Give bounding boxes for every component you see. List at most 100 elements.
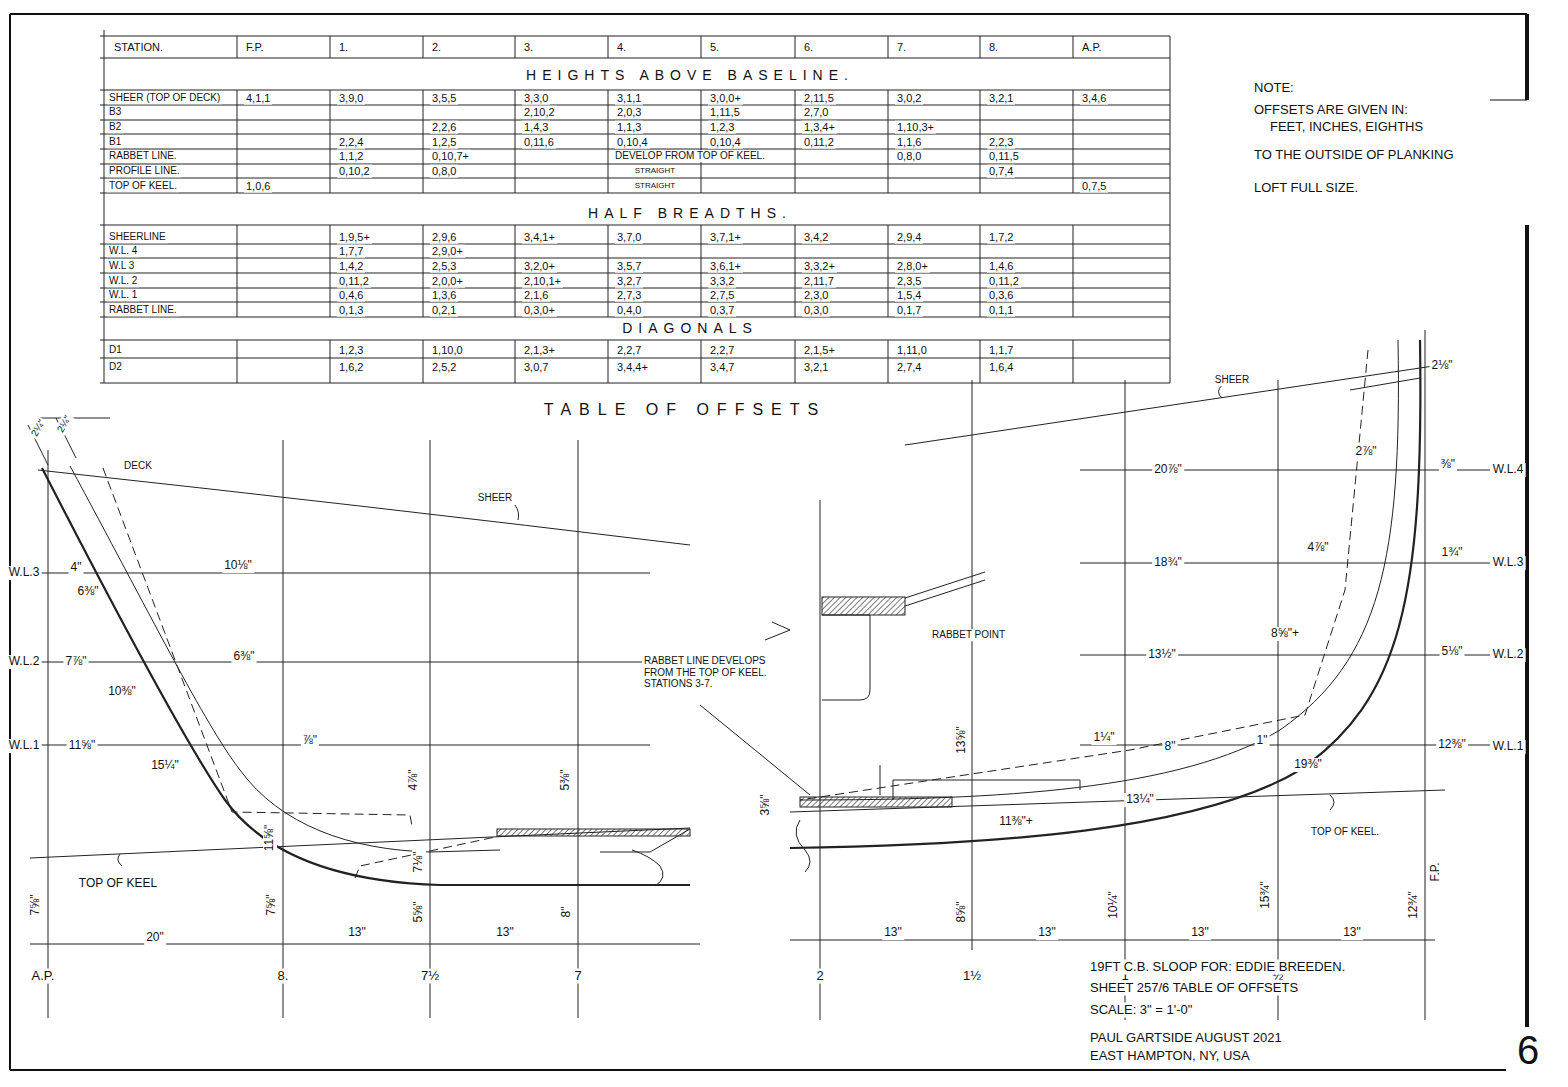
drawing-line	[515, 90, 516, 193]
drawing-label: 3,7,1+	[708, 231, 743, 244]
drawing-label: TOP OF KEEL.	[107, 180, 179, 192]
drawing-label: 13¼"	[1124, 793, 1156, 807]
drawing-label: 1,4,6	[987, 260, 1015, 273]
drawing-label: 2⅛"	[1430, 359, 1455, 373]
drawing-label: 13"	[1189, 926, 1211, 940]
drawing-label: SHEER	[476, 492, 514, 504]
drawing-label: 1½	[961, 969, 983, 984]
drawing-label: 1.	[337, 41, 350, 54]
drawing-line	[765, 622, 790, 640]
drawing-label: 1,2,3	[337, 344, 365, 357]
drawing-line	[701, 90, 702, 193]
drawing-label: DIAGONALS	[620, 320, 760, 336]
drawing-line	[283, 440, 284, 1018]
drawing-line	[888, 90, 889, 193]
drawing-line	[100, 317, 1170, 318]
drawing-label: DECK	[122, 460, 154, 472]
drawing-label: FEET, INCHES, EIGHTHS	[1268, 120, 1425, 135]
drawing-label: SHEER	[1213, 374, 1251, 386]
drawing-line	[100, 58, 1170, 59]
drawing-label: 4.	[615, 41, 628, 54]
drawing-label: 3.	[522, 41, 535, 54]
drawing-line	[100, 273, 1170, 274]
drawing-line	[1278, 380, 1279, 1020]
drawing-label: STATION.	[112, 41, 165, 54]
drawing-label: 1,11,0	[895, 344, 929, 357]
drawing-label: 7⅝"	[29, 893, 43, 918]
drawing-label: 2,1,3+	[522, 344, 557, 357]
drawing-label: 13"	[1341, 926, 1363, 940]
drawing-line	[905, 572, 985, 598]
drawing-line	[822, 597, 905, 615]
drawing-label: 4"	[69, 561, 84, 575]
drawing-line	[1073, 340, 1074, 383]
drawing-label: 4⅞"	[1306, 541, 1331, 555]
drawing-label: A.P.	[30, 969, 57, 984]
drawing-label: W.L. 4	[107, 245, 139, 257]
drawing-label: 13"	[882, 926, 904, 940]
drawing-label: 0,4,0	[615, 304, 643, 317]
drawing-line	[237, 340, 238, 383]
drawing-label: PROFILE LINE.	[107, 165, 182, 177]
drawing-label: 0,10,4	[615, 136, 650, 149]
drawing-label: 3,2,0+	[522, 260, 557, 273]
drawing-line	[10, 1069, 1506, 1071]
drawing-label: 1,0,6	[244, 180, 272, 193]
drawing-line	[1525, 225, 1529, 1050]
drawing-line	[980, 90, 981, 193]
drawing-line	[330, 225, 331, 317]
drawing-line	[10, 14, 1527, 1070]
drawing-label: 2⅞"	[1354, 445, 1379, 459]
drawing-label: 2,2,6	[430, 121, 458, 134]
drawing-label: 0,10,7+	[430, 150, 471, 163]
drawing-label: 0,3,7	[708, 304, 736, 317]
drawing-label: 1"	[1255, 734, 1270, 748]
drawing-label: 1,1,7	[987, 344, 1015, 357]
drawing-label: 2,9,0+	[430, 245, 465, 258]
drawing-label: 2	[814, 969, 825, 984]
drawing-label: 2,2,4	[337, 136, 365, 149]
drawing-line	[423, 225, 424, 317]
drawing-label: 0,2,1	[430, 304, 458, 317]
drawing-label: RABBET LINE DEVELOPS FROM THE TOP OF KEE…	[642, 655, 796, 690]
drawing-label: 2,11,7	[802, 275, 836, 288]
drawing-line	[800, 350, 1368, 800]
drawing-line	[10, 13, 1527, 15]
drawing-label: W.L.1	[1491, 740, 1526, 754]
drawing-label: 2,3,5	[895, 275, 923, 288]
drawing-label: F.P.	[244, 41, 266, 54]
drawing-label: 3,4,1+	[522, 231, 557, 244]
drawing-line	[600, 829, 690, 852]
drawing-label: 7⅛"	[412, 850, 426, 875]
drawing-label: 3,4,2	[802, 231, 830, 244]
drawing-label: 3,4,4+	[615, 361, 650, 374]
drawing-label: STRAIGHT	[633, 166, 677, 175]
drawing-label: 1,6,2	[337, 361, 365, 374]
drawing-label: 8"	[560, 905, 574, 920]
drawing-label: 2,2,7	[708, 344, 736, 357]
drawing-line	[1525, 14, 1529, 100]
drawing-label: 5⅝"	[412, 900, 426, 925]
drawing-label: 1,9,5+	[337, 231, 372, 244]
drawing-label: 1,11,5	[708, 106, 742, 119]
drawing-label: ⅜"	[1439, 458, 1457, 472]
drawing-label: 0,10,2	[337, 165, 372, 178]
drawing-label: 1¼"	[1092, 731, 1117, 745]
drawing-label: B3	[107, 106, 123, 118]
drawing-line	[880, 765, 881, 795]
drawing-label: 1,6,4	[987, 361, 1015, 374]
drawing-line	[1080, 470, 1490, 471]
drawing-label: 19FT C.B. SLOOP FOR: EDDIE BREEDEN.	[1088, 960, 1347, 975]
drawing-label: W.L 3	[107, 260, 136, 272]
drawing-label: B2	[107, 121, 123, 133]
drawing-label: 2,7,4	[895, 361, 923, 374]
drawing-label: HEIGHTS ABOVE BASELINE.	[524, 67, 856, 83]
drawing-line	[1073, 225, 1074, 317]
drawing-label: B1	[107, 136, 123, 148]
drawing-line	[1080, 745, 1490, 746]
drawing-label: 4,1,1	[244, 92, 272, 105]
drawing-line	[100, 258, 1170, 259]
drawing-label: 11⅝"	[67, 739, 98, 753]
drawing-line	[423, 340, 424, 383]
drawing-label: 13"	[346, 926, 368, 940]
